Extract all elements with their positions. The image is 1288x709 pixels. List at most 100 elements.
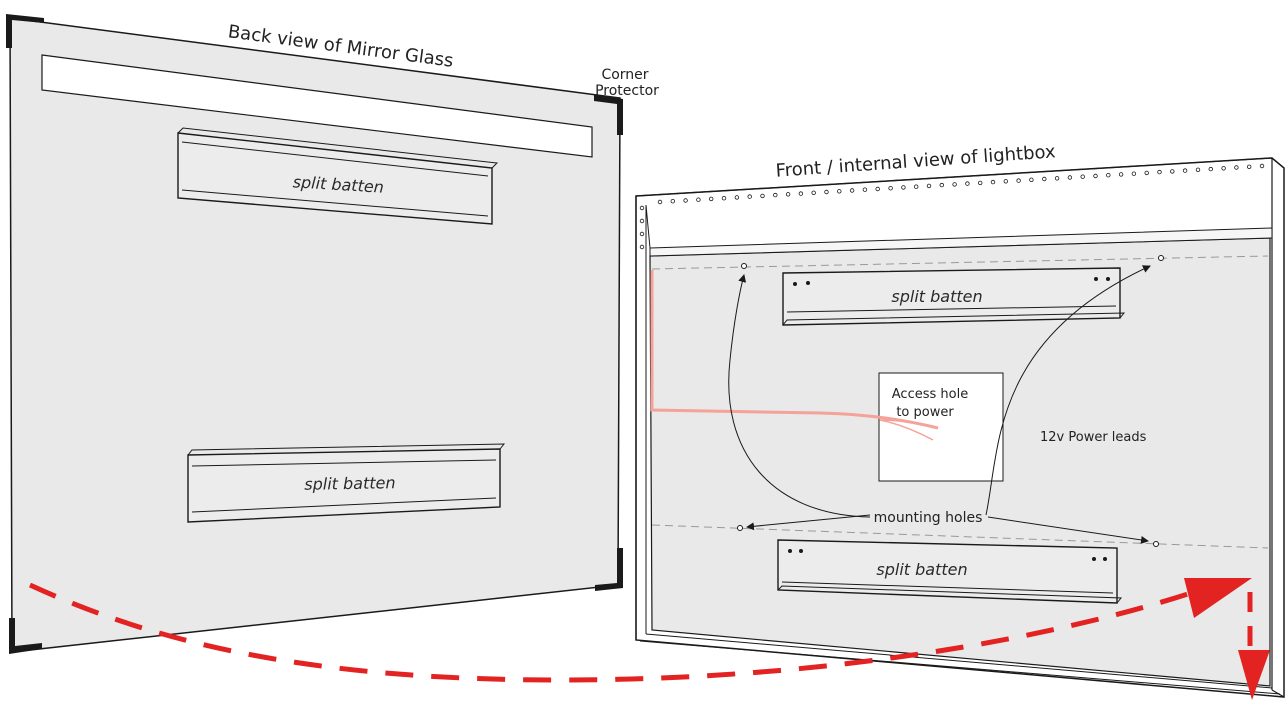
led-dot <box>1054 176 1060 181</box>
led-dot <box>760 193 765 199</box>
led-dot <box>721 195 727 201</box>
led-dot <box>811 190 816 195</box>
led-strip-side <box>639 205 645 250</box>
led-dot <box>901 185 906 190</box>
corner-protector-icon <box>9 618 42 654</box>
batten-screw <box>1094 277 1098 281</box>
led-dot <box>670 198 675 204</box>
mounting-hole <box>737 525 743 531</box>
curved-dashed-arrow-icon <box>28 582 1201 683</box>
led-dot <box>747 194 752 199</box>
corner-protector-icon <box>6 14 44 48</box>
led-dot <box>657 199 663 205</box>
corner-protector-icon <box>595 548 623 591</box>
lightbox-batten-top <box>782 267 1126 326</box>
batten-screw <box>788 549 792 553</box>
led-dot <box>1259 163 1265 169</box>
mirror-top-strip <box>41 54 593 158</box>
led-dot <box>1208 166 1213 172</box>
led-dot <box>837 189 842 194</box>
corner-protector-label-line2: Protector <box>595 83 659 99</box>
leader-line-top-right-hole <box>985 265 1151 516</box>
lightbox-batten-bottom-label: split batten <box>876 560 967 579</box>
mirror-batten-top <box>177 127 499 225</box>
batten-screw <box>806 281 810 285</box>
led-dot <box>696 197 701 202</box>
power-leads-label: 12v Power leads <box>1040 430 1147 445</box>
led-dot <box>875 186 880 192</box>
corner-protector-icon <box>594 95 623 135</box>
mirror-panel: split batten split batten <box>6 14 623 654</box>
mounting-guide-bottom <box>651 524 1269 549</box>
batten-screw <box>1106 277 1110 281</box>
curved-arrow-head <box>1184 578 1252 618</box>
led-strip <box>657 163 1265 205</box>
led-dot <box>1131 171 1137 176</box>
batten-screw <box>793 282 797 286</box>
led-dot <box>1042 176 1047 182</box>
led-dot <box>978 180 983 186</box>
led-dot <box>1106 172 1111 178</box>
led-dot <box>734 195 740 200</box>
batten-screw <box>1092 557 1096 561</box>
access-hole-label-line1: Access hole <box>892 387 968 402</box>
led-dot <box>1246 164 1252 169</box>
led-dot <box>824 189 829 195</box>
led-dot <box>1016 178 1021 183</box>
led-dot <box>639 218 645 224</box>
led-dot <box>926 183 932 189</box>
lightbox: split batten split batten Access hole to… <box>635 157 1285 698</box>
led-dot <box>1080 174 1085 179</box>
led-dot <box>639 205 645 211</box>
led-dot <box>773 192 778 198</box>
led-dot <box>862 187 868 192</box>
lightbox-batten-bottom <box>777 539 1123 604</box>
batten-screw <box>1103 557 1107 561</box>
led-dot <box>785 192 791 197</box>
led-dot <box>939 182 944 188</box>
led-dot <box>1003 179 1008 184</box>
mounting-hole <box>1153 541 1159 547</box>
led-dot <box>1067 175 1073 180</box>
led-dot <box>1157 169 1162 175</box>
led-dot <box>914 184 919 189</box>
led-dot <box>1144 170 1149 176</box>
mounting-guide-top <box>651 255 1269 270</box>
corner-protector-label-line1: Corner <box>601 67 648 83</box>
led-dot <box>965 181 970 186</box>
led-dot <box>798 191 804 196</box>
led-dot <box>1221 166 1226 171</box>
led-dot <box>990 179 996 185</box>
power-lead-split-b <box>879 419 939 429</box>
led-dot <box>639 231 645 237</box>
mirror-batten-bottom-label: split batten <box>304 473 396 494</box>
led-dot <box>1118 172 1124 177</box>
leader-line-bottom-left-hole <box>746 514 871 531</box>
mounting-holes-label: mounting holes <box>874 510 983 526</box>
led-dot <box>709 196 714 202</box>
batten-screw <box>799 549 803 553</box>
led-dot <box>952 182 957 187</box>
leader-line-top-left-hole <box>728 274 871 518</box>
led-dot <box>1182 168 1188 173</box>
led-dot <box>1234 165 1239 170</box>
led-dot <box>1195 167 1201 172</box>
access-hole-label-line2: to power <box>896 405 954 420</box>
mirror-batten-bottom <box>187 443 506 523</box>
mounting-hole <box>1158 255 1164 261</box>
led-dot <box>849 188 855 193</box>
led-dot <box>1170 169 1175 174</box>
access-hole <box>878 372 1004 482</box>
led-dot <box>683 198 688 203</box>
lightbox-batten-top-label: split batten <box>891 287 982 306</box>
mounting-hole <box>741 263 747 269</box>
leader-line-bottom-right-hole <box>987 516 1149 544</box>
led-dot <box>1029 177 1034 182</box>
led-dot <box>888 185 893 191</box>
led-dot <box>639 244 645 250</box>
led-dot <box>1093 173 1098 179</box>
power-lead-split-a <box>879 419 934 441</box>
down-arrow-head <box>1238 650 1270 700</box>
